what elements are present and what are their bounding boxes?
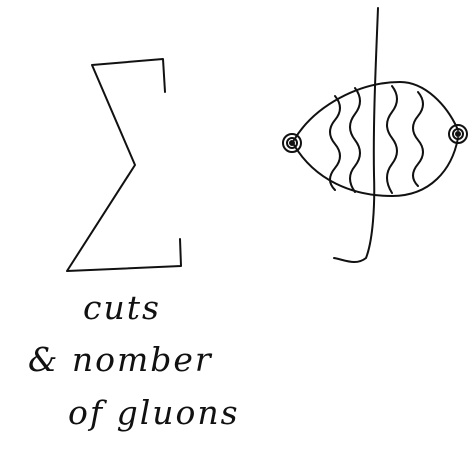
caption-cuts: cuts <box>83 288 161 327</box>
gluon-wavy-line <box>386 85 398 194</box>
caption-number: & nomber <box>28 340 213 379</box>
loop-lower-line <box>293 137 459 197</box>
cut-line <box>333 7 379 264</box>
caption-of-gluons: of gluons <box>68 393 240 432</box>
gluon-wavy-line <box>412 91 424 187</box>
vertex-blob-left <box>282 133 302 153</box>
loop-upper-line <box>293 81 459 141</box>
gluon-wavy-line <box>329 95 341 191</box>
gluon-wavy-line <box>349 87 361 193</box>
summation-sign <box>66 58 182 272</box>
vertex-blob-right <box>448 124 468 144</box>
